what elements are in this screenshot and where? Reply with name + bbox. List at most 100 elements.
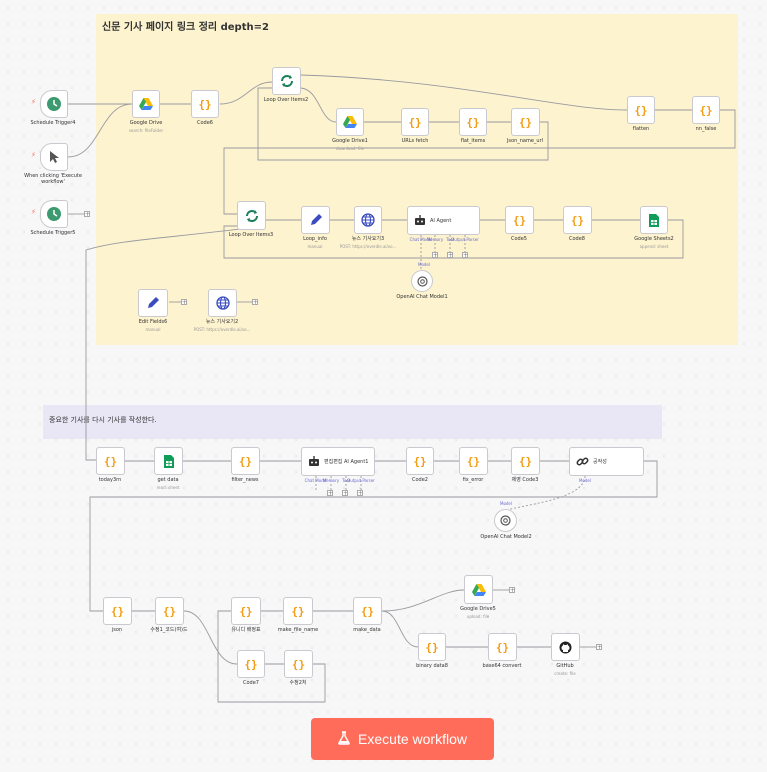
- node-label: 공작성: [593, 459, 607, 465]
- fix-error-node[interactable]: {}: [459, 447, 488, 475]
- execute-workflow-button[interactable]: Execute workflow: [311, 718, 494, 760]
- code-braces-icon: {}: [512, 213, 527, 227]
- code-braces-icon: {}: [291, 604, 305, 618]
- node-label: URLs fetch: [401, 138, 429, 144]
- code-braces-icon: {}: [518, 115, 533, 129]
- add-parser-plus-icon[interactable]: +: [357, 490, 364, 497]
- edit-fields6-node[interactable]: [138, 289, 168, 317]
- make-id-node[interactable]: {}: [231, 597, 261, 625]
- add-node-plus-icon[interactable]: +: [181, 299, 188, 306]
- add-memory-plus-icon[interactable]: +: [432, 252, 439, 259]
- github-node[interactable]: [551, 633, 580, 661]
- make-data-node[interactable]: {}: [353, 597, 382, 625]
- fix2-node[interactable]: {}: [284, 650, 313, 678]
- node-subtitle: POST: https://overdle.ai/xo...: [339, 244, 397, 249]
- edge: [223, 109, 736, 215]
- json-name-url-node[interactable]: {}: [511, 108, 540, 136]
- node-label: nn_false: [695, 126, 717, 132]
- port-label: Tool: [446, 237, 454, 242]
- node-label: 유니디 배정표: [231, 627, 261, 633]
- today-rn-node[interactable]: {}: [96, 447, 125, 475]
- node-label: Google Drive: [129, 120, 163, 126]
- flatten-node[interactable]: {}: [627, 96, 655, 124]
- filter-news-node[interactable]: {}: [231, 447, 260, 475]
- make-file-name-node[interactable]: {}: [283, 597, 313, 625]
- add-node-plus-icon[interactable]: +: [509, 587, 516, 594]
- sticky-note-rewrite[interactable]: 중요한 기사를 다시 기사를 작성한다.: [43, 405, 662, 439]
- base64-convert-node[interactable]: {}: [488, 633, 517, 661]
- get-data-node[interactable]: [154, 447, 183, 475]
- node-label: When clicking 'Execute workflow': [24, 173, 82, 185]
- openai-chat-model1-node[interactable]: [411, 270, 433, 292]
- loop-over-items2-node[interactable]: [272, 67, 301, 95]
- code2-node[interactable]: {}: [406, 447, 434, 475]
- google-drive-node[interactable]: [132, 90, 160, 118]
- code5-node[interactable]: {}: [505, 206, 534, 234]
- ai-agent-node[interactable]: AI Agent: [407, 206, 480, 235]
- add-tool-plus-icon[interactable]: +: [447, 252, 454, 259]
- add-node-plus-icon[interactable]: +: [596, 644, 603, 651]
- code-braces-icon: {}: [413, 454, 427, 468]
- add-node-plus-icon[interactable]: +: [252, 299, 259, 306]
- node-label: get data: [157, 477, 179, 483]
- node-subtitle: search: fileFolder: [128, 128, 164, 133]
- google-drive5-node[interactable]: [464, 575, 493, 604]
- schedule-trigger-4-node[interactable]: [40, 90, 68, 118]
- binary-data8-node[interactable]: {}: [418, 633, 446, 661]
- add-parser-plus-icon[interactable]: +: [462, 252, 469, 259]
- json-node[interactable]: {}: [103, 597, 132, 625]
- google-drive-icon: [471, 583, 486, 596]
- code-braces-icon: {}: [466, 454, 481, 468]
- collect-code-node[interactable]: {}: [155, 597, 184, 625]
- node-label: Code5: [511, 236, 527, 242]
- port-label: Chat Model: [409, 237, 433, 242]
- news-fetch3-node[interactable]: [354, 206, 382, 234]
- news-fetch2-node[interactable]: [208, 289, 237, 317]
- node-subtitle: append: sheet: [639, 244, 669, 249]
- code-braces-icon: {}: [198, 97, 212, 111]
- node-label: make_data: [353, 627, 381, 633]
- flat-items-node[interactable]: {}: [459, 108, 487, 136]
- trigger-bolt-icon: ⚡: [31, 151, 36, 159]
- port-label: Output Parser: [451, 237, 479, 242]
- ai-agent1-node[interactable]: 편집편집 AI Agent1: [301, 447, 375, 476]
- edge: [89, 460, 658, 612]
- add-node-plus-icon[interactable]: +: [84, 211, 91, 218]
- link-node[interactable]: 공작성: [569, 447, 644, 476]
- code8-node[interactable]: {}: [563, 206, 592, 234]
- urls-fetch-node[interactable]: {}: [401, 108, 429, 136]
- loop-info-node[interactable]: [301, 206, 330, 234]
- sticky-title: 신문 기사 페이지 링크 정리 depth=2: [102, 22, 269, 33]
- globe-icon: [361, 213, 375, 227]
- link-icon: [576, 455, 589, 468]
- node-label: AI Agent: [430, 217, 452, 224]
- code6-node[interactable]: {}: [191, 90, 219, 118]
- add-model-plus-icon[interactable]: +: [327, 490, 334, 497]
- edge: [85, 225, 267, 461]
- cursor-icon: [48, 150, 60, 164]
- node-subtitle: manual: [307, 244, 323, 249]
- node-label: flatten: [632, 126, 650, 132]
- edge: [183, 610, 238, 665]
- schedule-trigger-5-node[interactable]: [40, 200, 68, 228]
- add-tool-plus-icon[interactable]: +: [342, 490, 349, 497]
- code-braces-icon: {}: [291, 657, 306, 671]
- code7-node[interactable]: {}: [237, 650, 265, 678]
- node-label: today3rn: [98, 477, 122, 483]
- loop-over-items3-node[interactable]: [237, 201, 266, 230]
- google-sheets2-node[interactable]: [640, 206, 668, 234]
- openai-chat-model2-node[interactable]: [494, 509, 517, 532]
- google-drive1-node[interactable]: [336, 108, 364, 136]
- google-drive-icon: [343, 116, 357, 128]
- port-label: Model: [417, 262, 431, 267]
- robot-icon: [308, 456, 320, 467]
- node-label: 수정1_코드(여)드: [150, 627, 188, 633]
- manual-trigger-node[interactable]: [40, 143, 68, 171]
- node-label: Loop_info: [303, 236, 327, 242]
- code-braces-icon: {}: [239, 604, 253, 618]
- nn-false-node[interactable]: {}: [692, 96, 720, 124]
- google-drive-icon: [139, 98, 153, 110]
- edge: [219, 81, 273, 105]
- code3-node[interactable]: {}: [511, 447, 540, 475]
